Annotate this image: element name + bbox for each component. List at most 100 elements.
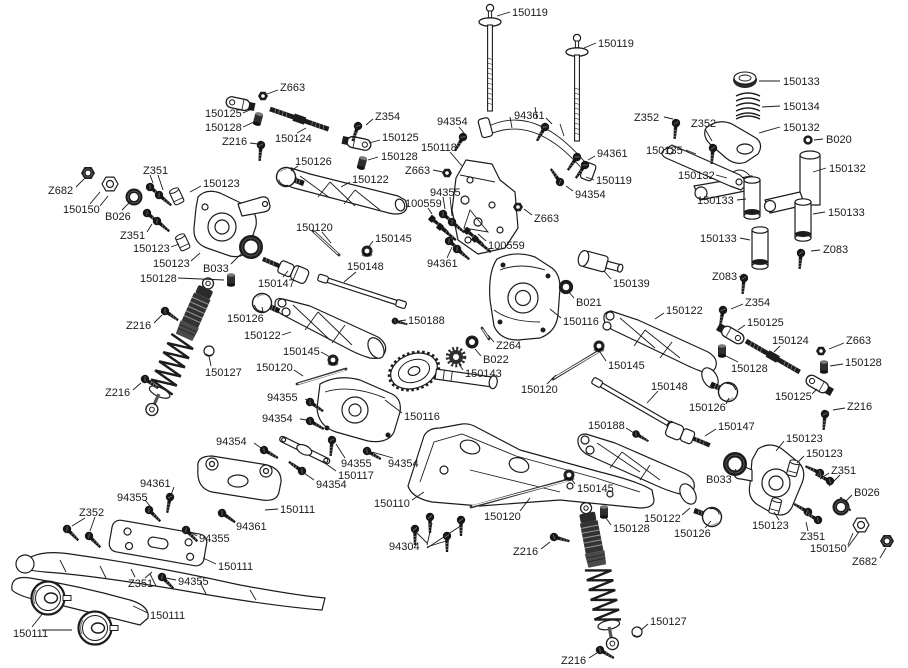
leader-line [157, 174, 164, 191]
part-label: 150143 [465, 368, 502, 380]
leader-line [416, 532, 428, 544]
pivot-ball [203, 345, 215, 357]
part-label: Z351 [831, 465, 856, 477]
hinge-pin-drawing [295, 229, 601, 509]
differential-drawing [387, 350, 498, 392]
leader-line [758, 126, 781, 134]
part-label: 150126 [689, 402, 726, 414]
leader-line [242, 108, 253, 114]
part-label: Z663 [534, 213, 559, 225]
leader-line [242, 121, 255, 128]
leader-line [225, 514, 235, 523]
part-label: 150118 [421, 142, 457, 154]
part-label: 150128 [845, 357, 882, 369]
part-label: 150122 [644, 513, 681, 525]
leader-line [739, 237, 751, 241]
leader-line [208, 355, 212, 367]
leader-line [736, 198, 747, 201]
leader-line [646, 390, 659, 404]
part-label: Z216 [105, 387, 130, 399]
part-label: 94361 [236, 521, 267, 533]
leader-line [523, 208, 533, 216]
part-label: Z354 [375, 111, 400, 123]
leader-line [588, 652, 598, 659]
chassis-plate-drawing [407, 423, 655, 509]
leader-line [290, 165, 299, 172]
part-label: 150128 [381, 151, 418, 163]
leader-line [99, 195, 109, 207]
part-label: Z663 [846, 335, 871, 347]
part-label: 150127 [650, 616, 687, 628]
part-label: 150120 [521, 384, 558, 396]
part-label: Z216 [222, 136, 247, 148]
part-label: Z083 [712, 271, 737, 283]
part-label: Z352 [691, 118, 716, 130]
leader-line [293, 369, 304, 377]
leader-line [828, 342, 845, 350]
part-label: 150117 [338, 470, 374, 482]
leader-line [384, 399, 403, 414]
leader-line [813, 138, 824, 141]
leader-line [847, 531, 860, 548]
leader-line [496, 11, 511, 17]
leader-line [432, 169, 444, 173]
leader-line [773, 345, 781, 353]
part-label: 150128 [613, 523, 650, 535]
part-label: Z682 [48, 185, 73, 197]
part-label: 150123 [752, 520, 789, 532]
part-label: 150147 [718, 421, 755, 433]
part-label: 94304 [389, 541, 420, 553]
leader-line [737, 324, 746, 331]
part-label: Z663 [280, 82, 305, 94]
part-label: 150148 [347, 261, 384, 273]
part-label: 150125 [382, 132, 419, 144]
leader-line [879, 547, 887, 559]
b022-bearing [465, 335, 479, 349]
part-label: 150145 [283, 346, 320, 358]
part-label: 150148 [651, 381, 688, 393]
gearbox-lower-drawing [316, 377, 401, 443]
leader-line [565, 185, 574, 192]
part-label: 150111 [150, 610, 185, 622]
leader-line [427, 207, 433, 215]
leader-line [811, 388, 818, 395]
leader-line [165, 577, 177, 581]
leader-line [426, 524, 463, 549]
part-label: B033 [706, 474, 732, 486]
part-label: 150123 [153, 258, 190, 270]
leader-line [177, 277, 225, 281]
part-label: 150133 [783, 76, 820, 88]
drive-shaft-front-drawing [262, 256, 310, 284]
leader-line [321, 231, 332, 244]
leader-line [398, 319, 407, 322]
part-label: 94354 [262, 413, 293, 425]
part-label: 94355 [199, 533, 230, 545]
part-label: 94361 [140, 478, 171, 490]
leader-line [725, 397, 730, 405]
leader-line [730, 303, 744, 310]
leader-line [371, 451, 394, 459]
leader-line [805, 521, 809, 532]
upper-arm-rear-right-drawing [602, 310, 719, 389]
b021-bearing [558, 279, 574, 295]
leader-line [773, 511, 780, 521]
part-label: B033 [203, 263, 229, 275]
leader-line [605, 517, 612, 526]
leader-line [599, 351, 607, 362]
part-label: 94355 [267, 392, 298, 404]
part-label: Z216 [561, 655, 586, 667]
part-label: 150150 [63, 204, 100, 216]
outdrive-drawing [577, 249, 624, 273]
part-label: 150133 [828, 207, 865, 219]
leader-line [796, 455, 805, 464]
part-label: 150126 [674, 528, 711, 540]
part-label: 94355 [341, 458, 372, 470]
part-label: B021 [576, 297, 602, 309]
part-label: 150123 [203, 178, 240, 190]
leader-line [264, 508, 279, 511]
leader-line [335, 443, 346, 459]
leader-line [458, 126, 465, 134]
part-label: 150122 [352, 174, 389, 186]
